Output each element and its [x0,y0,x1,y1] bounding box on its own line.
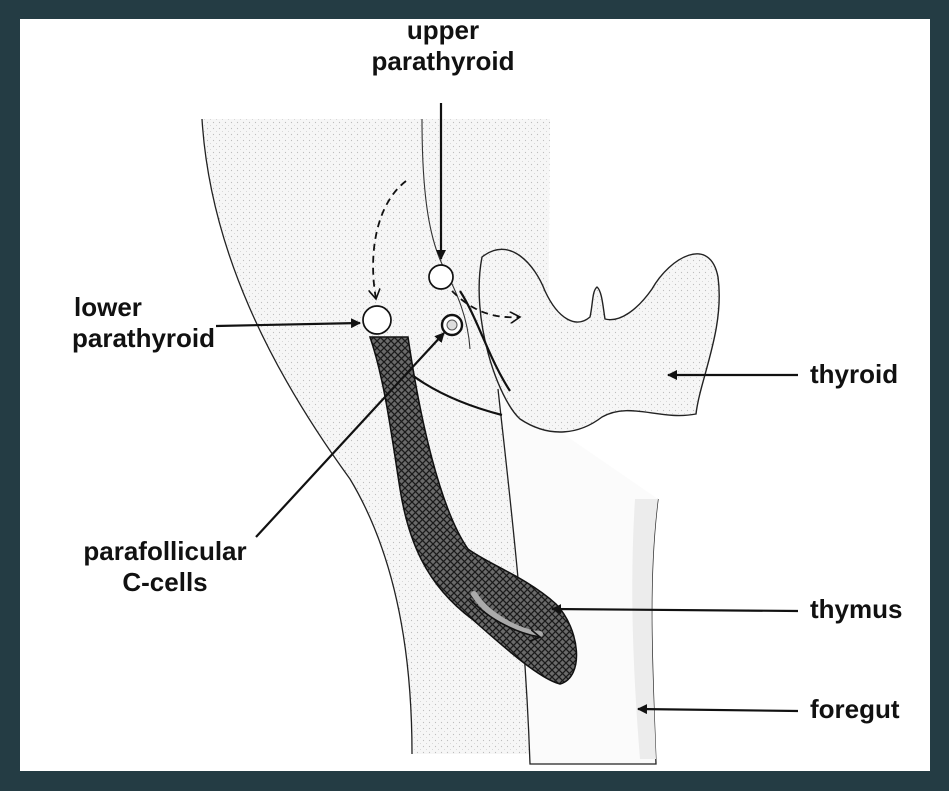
diagram-canvas: upper parathyroid lower parathyroid para… [20,19,930,771]
pharyngeal-wall [202,119,550,754]
foregut-pointer [638,709,798,711]
upper-parathyroid-label: upper parathyroid [338,19,548,77]
embryology-diagram [20,19,930,771]
thyroid-label: thyroid [810,359,898,390]
thymus-label: thymus [810,594,902,625]
foregut-label: foregut [810,694,900,725]
thyroid-gland [479,249,719,432]
lower-parathyroid-gland [363,306,391,334]
parafollicular-label: parafollicular C-cells [60,536,270,598]
lower-parathyroid-label: lower parathyroid [72,292,215,354]
upper-parathyroid-gland [429,265,453,289]
